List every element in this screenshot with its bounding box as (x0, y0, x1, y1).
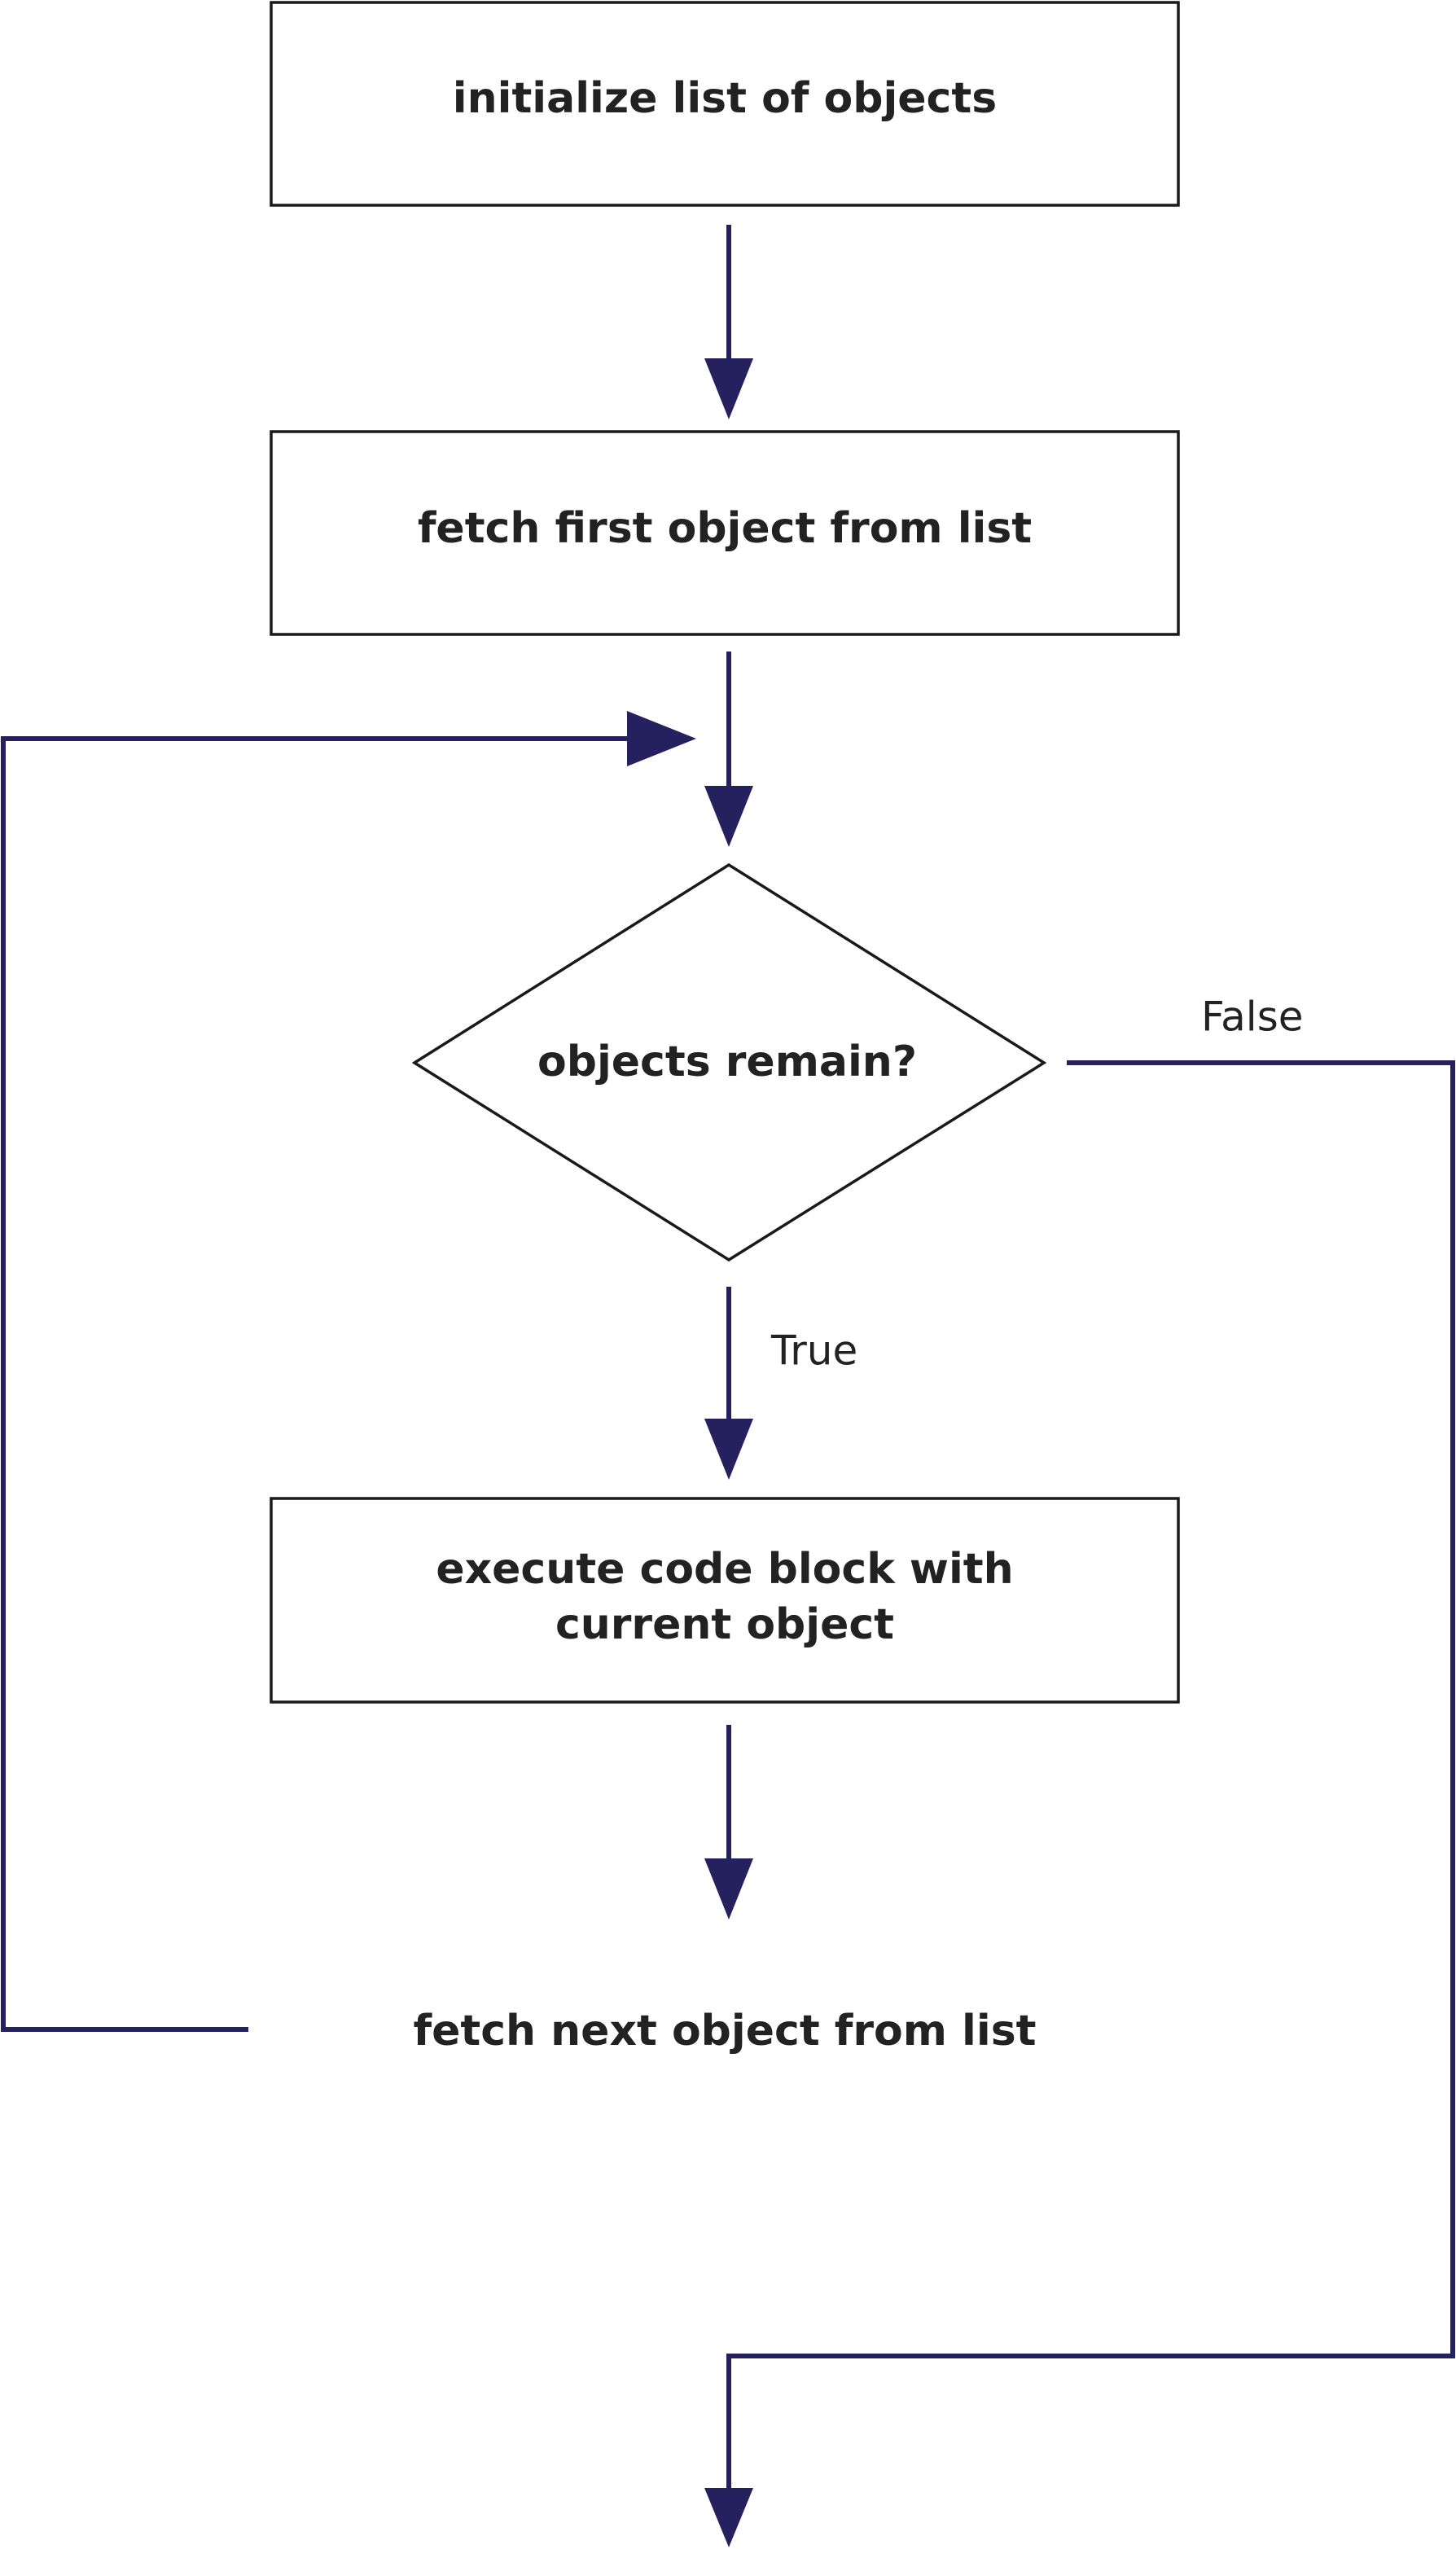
execute-label-line2: current object (555, 1600, 894, 1649)
loop-back-connector (1, 711, 696, 2032)
fetch-next-node: fetch next object from list (413, 2007, 1036, 2055)
execute-label-line1: execute code block with (436, 1545, 1013, 1594)
execute-box (270, 1497, 1180, 1704)
fetch-next-label: fetch next object from list (413, 2007, 1036, 2055)
fetch-first-label: fetch first object from list (418, 504, 1032, 553)
loop-back-line (1, 736, 647, 2032)
decision-label: objects remain? (537, 1038, 917, 1086)
init-label: initialize list of objects (453, 74, 997, 123)
execute-node: execute code block with current object (270, 1497, 1180, 1704)
arrowhead-down (704, 358, 753, 419)
arrowhead-down (704, 786, 753, 847)
false-line (726, 1060, 1455, 2504)
arrow-init-to-fetch-first (704, 225, 753, 419)
true-label: True (770, 1327, 857, 1375)
init-box (270, 1, 1180, 207)
arrowhead-down (704, 1419, 753, 1480)
fetch-first-box (270, 430, 1180, 636)
arrow-execute-to-fetch-next (704, 1725, 753, 1919)
decision-node: objects remain? (411, 862, 1047, 1262)
arrow-fetch-first-to-decision (704, 652, 753, 847)
arrowhead-right (627, 711, 696, 766)
fetch-first-node: fetch first object from list (270, 430, 1180, 636)
true-branch: True (704, 1287, 857, 1480)
init-node: initialize list of objects (270, 1, 1180, 207)
arrowhead-down (704, 2488, 753, 2547)
decision-diamond (411, 862, 1047, 1262)
false-label: False (1201, 994, 1304, 1041)
false-branch: False (704, 994, 1455, 2547)
arrowhead-down (704, 1858, 753, 1919)
